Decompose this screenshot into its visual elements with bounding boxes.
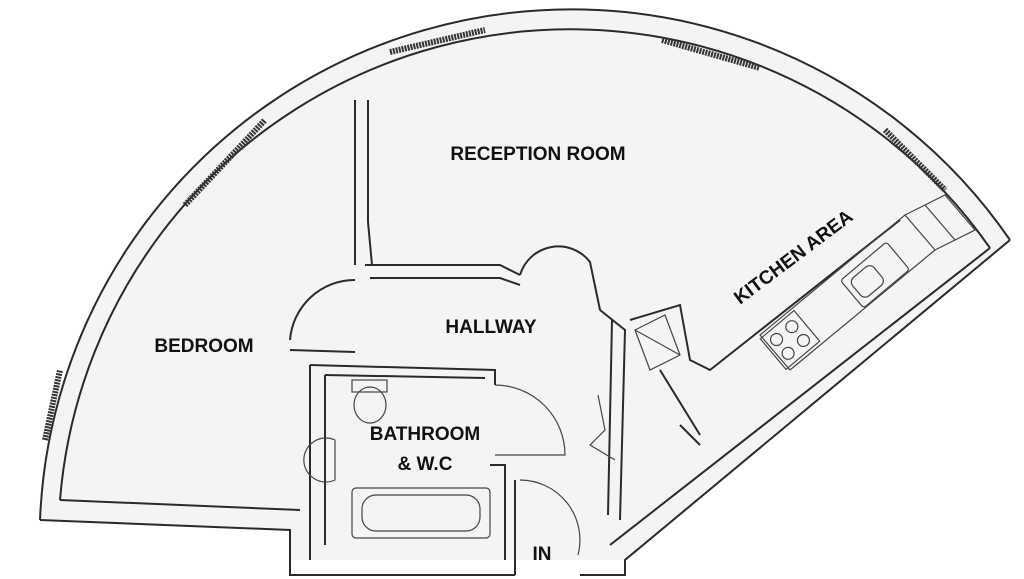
outer-wall [39,8,1011,576]
washbasin [303,437,336,483]
bathtub [351,487,491,539]
windows [42,27,948,441]
bathroom-fixtures [303,379,491,539]
label-bedroom: BEDROOM [154,336,253,357]
kitchen-fixtures [634,194,976,371]
sink [841,242,909,308]
label-reception-room: RECEPTION ROOM [450,144,625,165]
hob [759,309,821,371]
toilet-cistern [351,379,388,393]
internal-walls [289,100,901,575]
label-bathroom: BATHROOM [370,424,480,445]
label-bathroom-wc: & W.C [398,454,453,475]
label-entrance: IN [533,544,552,565]
toilet [353,386,387,424]
label-hallway: HALLWAY [445,317,536,338]
